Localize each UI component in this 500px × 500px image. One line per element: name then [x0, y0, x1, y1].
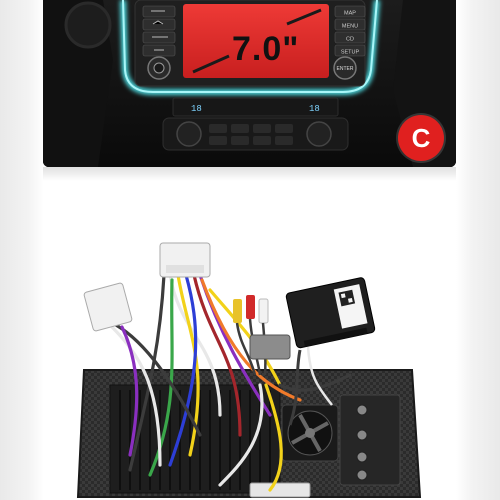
enter-knob [333, 56, 357, 80]
dashboard-illustration: MAP MENU CD SETUP ENTER 18 18 [43, 0, 456, 167]
cd-button-label: CD [346, 37, 354, 43]
menu-button-label: MENU [342, 24, 358, 30]
setup-button-label: SETUP [341, 50, 360, 56]
temp-knob-right [306, 121, 332, 147]
enter-knob-label: ENTER [337, 66, 354, 72]
climate-display [172, 97, 339, 117]
gray-connector [249, 334, 291, 360]
wire-bundle [108, 273, 352, 492]
harness-illustration [76, 242, 422, 498]
secondary-harness-connector [83, 282, 133, 332]
rca-plugs [233, 295, 269, 376]
left-button-column [142, 5, 176, 57]
dashboard-photo: MAP MENU CD SETUP ENTER 18 18 [43, 0, 456, 167]
map-button-label: MAP [344, 11, 356, 17]
steering-column [64, 1, 112, 49]
photo-shadow [43, 167, 456, 181]
climate-readout-left: 18 [191, 104, 202, 114]
diagonal-arrow-top [286, 8, 322, 26]
screen-size-label: 7.0" [232, 30, 300, 68]
canbus-decoder [285, 277, 376, 349]
harness-photo [70, 235, 430, 500]
bottom-connector [249, 482, 311, 498]
diagonal-arrow-bottom [192, 54, 230, 74]
ports-panel [339, 394, 401, 486]
right-button-column: MAP MENU CD SETUP [334, 5, 366, 57]
temp-knob-left [176, 121, 202, 147]
variant-badge: C [398, 115, 444, 161]
climate-readout-right: 18 [309, 104, 320, 114]
